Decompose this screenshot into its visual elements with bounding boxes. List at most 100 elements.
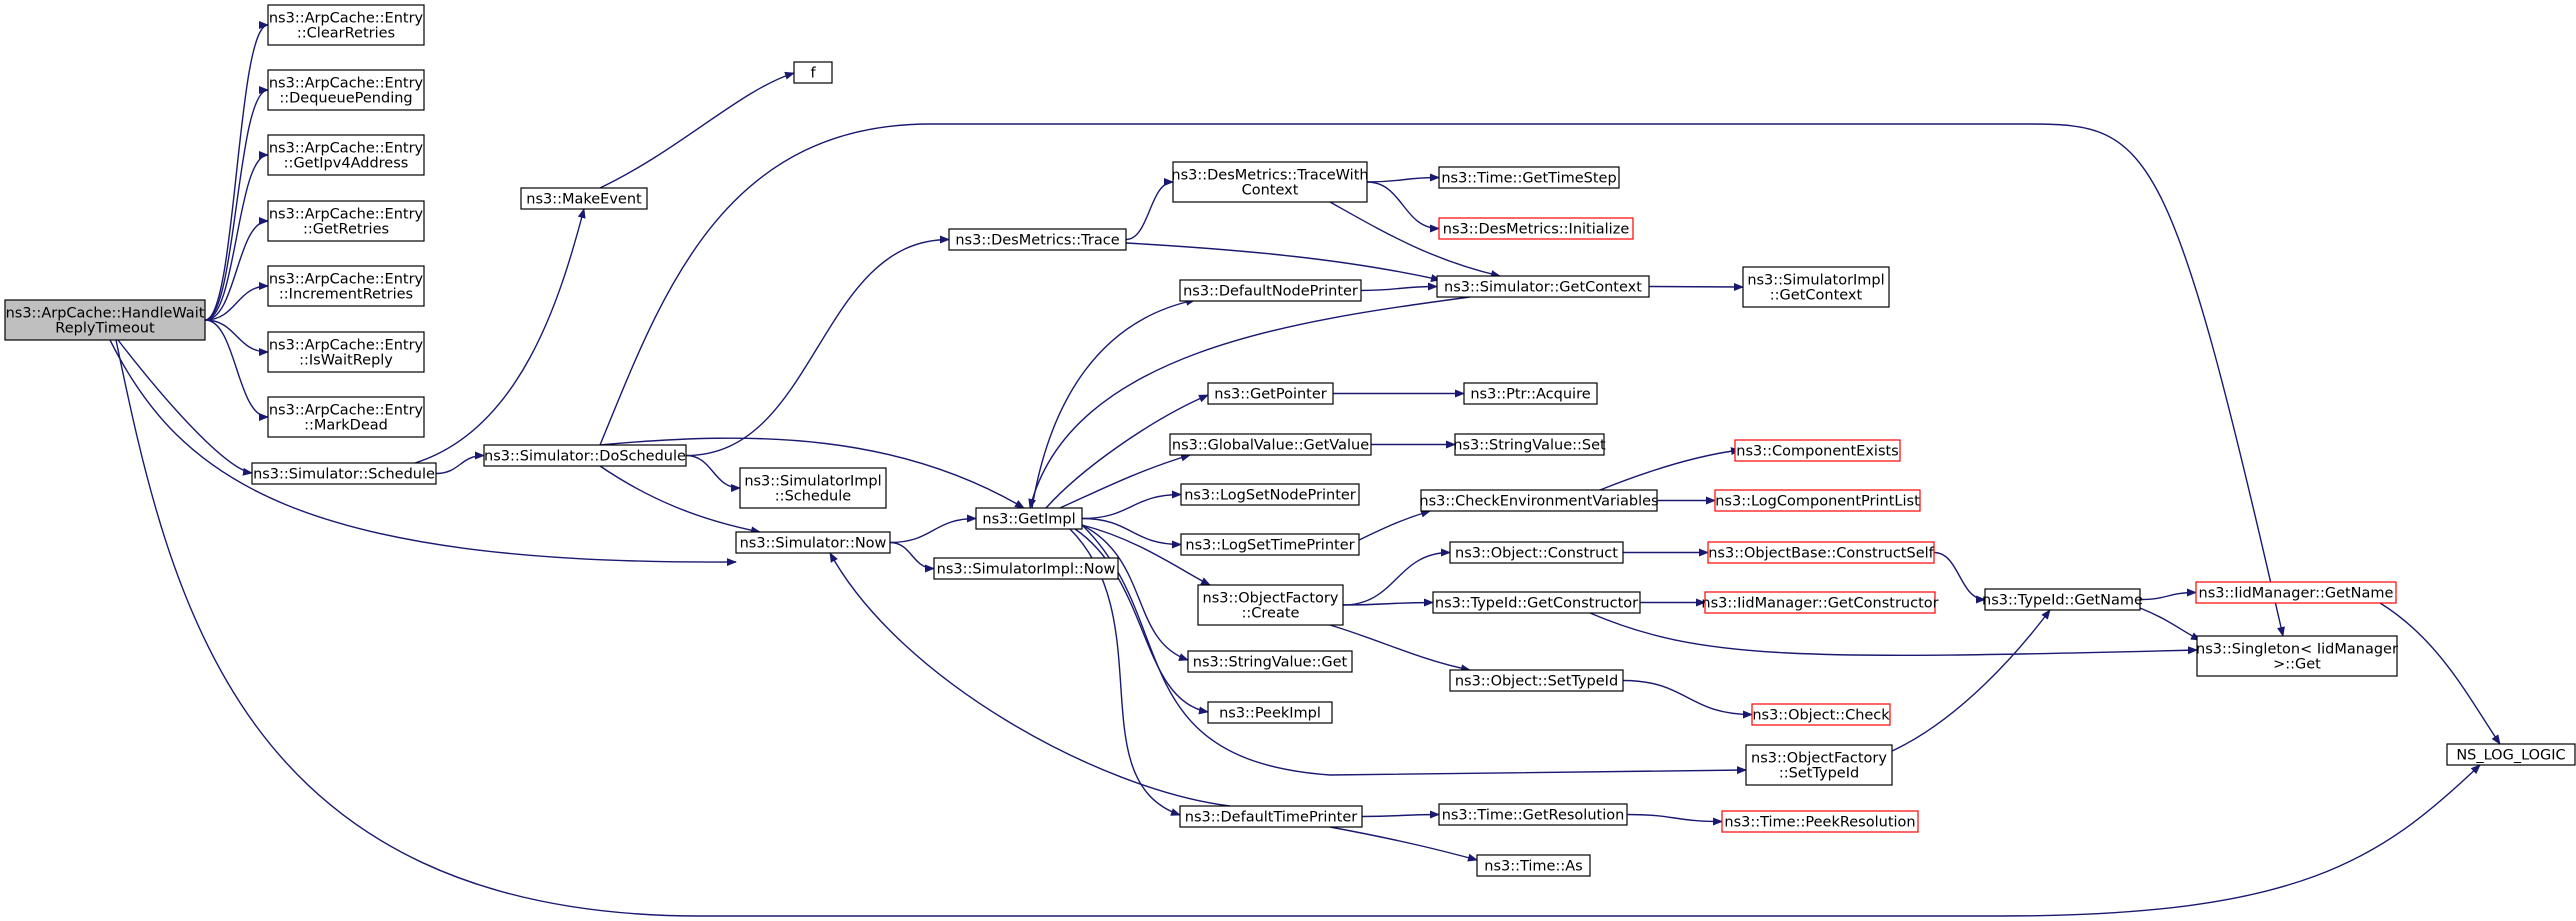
node-singletonget[interactable]: ns3::Singleton< IidManager >::Get [2196, 635, 2398, 677]
edge-getcontext-to-simimplgetctx [1648, 282, 1744, 291]
node-schedule[interactable]: ns3::Simulator::Schedule [251, 462, 437, 485]
node-logsetnode[interactable]: ns3::LogSetNodePrinter [1180, 483, 1360, 506]
node-box [1436, 275, 1650, 298]
node-label: ns3::Object::Check [1752, 708, 1890, 724]
node-typeidgetname[interactable]: ns3::TypeId::GetName [1982, 588, 2143, 611]
edge-deftimeprinter-to-simnow [829, 552, 1231, 807]
node-box [267, 396, 425, 438]
node-desinit[interactable]: ns3::DesMetrics::Initialize [1438, 217, 1634, 240]
node-label: ns3::GlobalValue::GetValue [1172, 438, 1369, 454]
node-checkenv[interactable]: ns3::CheckEnvironmentVariables [1419, 489, 1659, 512]
node-label: ns3::ArpCache::Entry [269, 76, 424, 92]
node-objconstruct[interactable]: ns3::Object::Construct [1449, 541, 1624, 564]
node-objbaseconstruct[interactable]: ns3::ObjectBase::ConstructSelf [1707, 541, 1935, 564]
edge-getimpl-to-objfactcreate [1081, 524, 1211, 586]
node-box [933, 557, 1119, 580]
edge-makeevent-to-f [599, 71, 795, 189]
edge-timegetres-to-timepeekres [1626, 813, 1723, 826]
edge-typeidgetname-to-singletonget [2139, 607, 2201, 641]
node-deftimeprinter[interactable]: ns3::DefaultTimePrinter [1179, 805, 1363, 828]
node-label: ns3::ArpCache::Entry [269, 207, 424, 223]
node-box [267, 134, 425, 176]
node-label: ns3::GetImpl [982, 512, 1075, 528]
edge-tracewithctx-to-gettimestep [1366, 173, 1440, 183]
node-label: ns3::MakeEvent [526, 192, 642, 208]
node-iidmgrgetctor[interactable]: ns3::IidManager::GetConstructor [1701, 591, 1939, 614]
node-timepeekres[interactable]: ns3::Time::PeekResolution [1721, 810, 1919, 833]
node-box [1742, 266, 1890, 308]
node-gettimestep[interactable]: ns3::Time::GetTimeStep [1438, 166, 1620, 189]
node-layer: ns3::ArpCache::HandleWaitReplyTimeoutns3… [4, 4, 2576, 877]
node-defnodeprinter[interactable]: ns3::DefaultNodePrinter [1179, 279, 1362, 302]
node-label: ns3::ArpCache::Entry [269, 272, 424, 288]
edge-root-to-markdead [204, 319, 269, 421]
node-markdead[interactable]: ns3::ArpCache::Entry::MarkDead [267, 396, 425, 438]
edge-objbaseconstruct-to-typeidgetname [1933, 551, 1986, 604]
node-iidmgrgetname[interactable]: ns3::IidManager::GetName [2195, 581, 2397, 604]
edge-deftimeprinter-to-timegetres [1361, 810, 1440, 819]
node-nslog[interactable]: NS_LOG_LOGIC [2446, 743, 2576, 766]
edge-doschedule-to-simimplschedule [685, 454, 741, 492]
node-label: ns3::ObjectFactory [1751, 751, 1887, 767]
node-getpointer[interactable]: ns3::GetPointer [1207, 382, 1334, 405]
node-objfactcreate[interactable]: ns3::ObjectFactory::Create [1197, 584, 1344, 626]
node-objcheck[interactable]: ns3::Object::Check [1751, 703, 1891, 726]
node-simimplgetctx[interactable]: ns3::SimulatorImpl::GetContext [1742, 266, 1890, 308]
node-dequeuepending[interactable]: ns3::ArpCache::Entry::DequeuePending [267, 69, 425, 111]
node-incretries[interactable]: ns3::ArpCache::Entry::IncrementRetries [267, 265, 425, 307]
edge-objfactcreate-to-typeidgetctor [1342, 598, 1434, 607]
node-box [1432, 591, 1641, 614]
node-simimplschedule[interactable]: ns3::SimulatorImpl::Schedule [739, 467, 887, 509]
edge-tracewithctx-to-getcontext [1329, 201, 1501, 278]
node-objfactsettypeid[interactable]: ns3::ObjectFactory::SetTypeId [1745, 744, 1893, 786]
edge-doschedule-to-getimpl [599, 437, 1025, 509]
node-box [1714, 489, 1921, 512]
node-doschedule[interactable]: ns3::Simulator::DoSchedule [483, 444, 687, 467]
node-f[interactable]: f [793, 61, 833, 84]
edge-deftimeprinter-to-timeas [1329, 826, 1478, 862]
node-label: ns3::ArpCache::Entry [269, 403, 424, 419]
node-svset[interactable]: ns3::StringValue::Set [1453, 433, 1606, 456]
edge-objfactsettypeid-to-typeidgetname [1889, 609, 2051, 753]
node-simimplnow[interactable]: ns3::SimulatorImpl::Now [933, 557, 1119, 580]
node-box [483, 444, 687, 467]
edge-tracewithctx-to-desinit [1366, 181, 1440, 233]
node-label: NS_LOG_LOGIC [2456, 748, 2565, 764]
node-box [1734, 439, 1901, 462]
node-simnow[interactable]: ns3::Simulator::Now [735, 531, 891, 554]
edge-getimpl-to-logsettime [1081, 517, 1182, 549]
node-typeidgetctor[interactable]: ns3::TypeId::GetConstructor [1432, 591, 1641, 614]
node-peekimpl[interactable]: ns3::PeekImpl [1207, 701, 1333, 724]
node-getcontext[interactable]: ns3::Simulator::GetContext [1436, 275, 1650, 298]
edge-defnodeprinter-to-getcontext [1360, 282, 1438, 292]
node-box [1449, 669, 1624, 692]
node-compexists[interactable]: ns3::ComponentExists [1734, 439, 1901, 462]
node-label: ns3::LogComponentPrintList [1715, 494, 1920, 510]
edge-schedule-to-doschedule [435, 451, 485, 475]
node-getretries[interactable]: ns3::ArpCache::Entry::GetRetries [267, 200, 425, 242]
node-label: ns3::DesMetrics::Trace [955, 233, 1119, 249]
node-objsettypeid[interactable]: ns3::Object::SetTypeId [1449, 669, 1624, 692]
node-box [1704, 591, 1936, 614]
node-clearretries[interactable]: ns3::ArpCache::Entry::ClearRetries [267, 4, 425, 46]
node-timegetres[interactable]: ns3::Time::GetResolution [1438, 803, 1628, 826]
node-logsettime[interactable]: ns3::LogSetTimePrinter [1180, 533, 1360, 556]
node-getipv4[interactable]: ns3::ArpCache::Entry::GetIpv4Address [267, 134, 425, 176]
node-desmetricstrace[interactable]: ns3::DesMetrics::Trace [948, 228, 1127, 251]
node-ptracquire[interactable]: ns3::Ptr::Acquire [1463, 382, 1598, 405]
edge-getimpl-to-getpointer [1045, 394, 1209, 509]
node-getimpl[interactable]: ns3::GetImpl [975, 507, 1083, 530]
node-iswaitreply[interactable]: ns3::ArpCache::Entry::IsWaitReply [267, 331, 425, 373]
node-label: ns3::Ptr::Acquire [1470, 387, 1590, 403]
node-gvgetvalue[interactable]: ns3::GlobalValue::GetValue [1169, 433, 1372, 456]
node-svget[interactable]: ns3::StringValue::Get [1187, 650, 1353, 673]
node-logcompprint[interactable]: ns3::LogComponentPrintList [1714, 489, 1921, 512]
node-makeevent[interactable]: ns3::MakeEvent [520, 187, 648, 210]
node-timeas[interactable]: ns3::Time::As [1476, 854, 1591, 877]
edge-root-to-nslog [115, 339, 2481, 917]
edge-simnow-to-getimpl [889, 514, 977, 544]
node-box [1476, 854, 1591, 877]
